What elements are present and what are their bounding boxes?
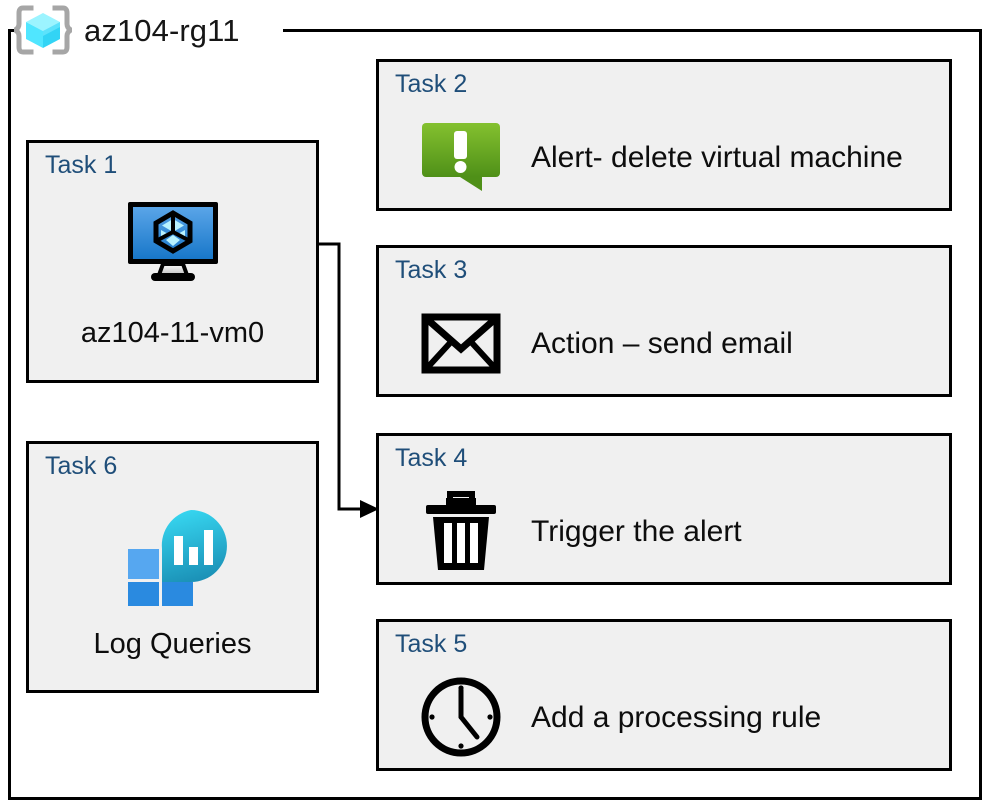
task-card-task4[interactable]: Task 4 Trigger the alert — [376, 433, 952, 585]
task-card-task2[interactable]: Task 2 Alert- delete virtual machin — [376, 59, 952, 211]
task-body: Alert- delete virtual machine — [379, 112, 949, 202]
resource-group-border-top-right — [283, 29, 982, 32]
task-label: Task 5 — [395, 630, 468, 658]
task-text: Alert- delete virtual machine — [531, 140, 903, 174]
alert-bubble-icon — [419, 121, 503, 193]
task-text: Action – send email — [531, 326, 793, 360]
envelope-icon — [419, 311, 503, 375]
task-body: Action – send email — [379, 298, 949, 388]
task-label: Task 6 — [45, 452, 118, 480]
task-card-task6[interactable]: Task 6 Log Queri — [26, 441, 319, 693]
resource-group-name: az104-rg11 — [84, 12, 240, 48]
task-body: Trigger the alert — [379, 486, 949, 576]
task-caption: az104-11-vm0 — [80, 317, 265, 349]
task-label: Task 1 — [45, 151, 118, 179]
task-card-task1[interactable]: Task 1 — [26, 140, 319, 383]
resource-group-container — [8, 31, 982, 800]
virtual-machine-icon — [29, 199, 316, 285]
task-label: Task 2 — [395, 70, 468, 98]
task-label: Task 3 — [395, 256, 468, 284]
log-analytics-icon — [29, 506, 316, 606]
task-card-task3[interactable]: Task 3 Action – send email — [376, 245, 952, 397]
trash-can-icon — [419, 490, 503, 572]
azure-resource-group-icon — [9, 5, 77, 55]
task-text: Trigger the alert — [531, 514, 742, 548]
task-body: Add a processing rule — [379, 672, 949, 762]
task-caption: Log Queries — [93, 628, 252, 660]
resource-group-header: az104-rg11 — [9, 2, 250, 58]
task-text: Add a processing rule — [531, 700, 822, 734]
task-label: Task 4 — [395, 444, 468, 472]
task-card-task5[interactable]: Task 5 Add a processing rule — [376, 619, 952, 771]
clock-icon — [419, 675, 503, 759]
